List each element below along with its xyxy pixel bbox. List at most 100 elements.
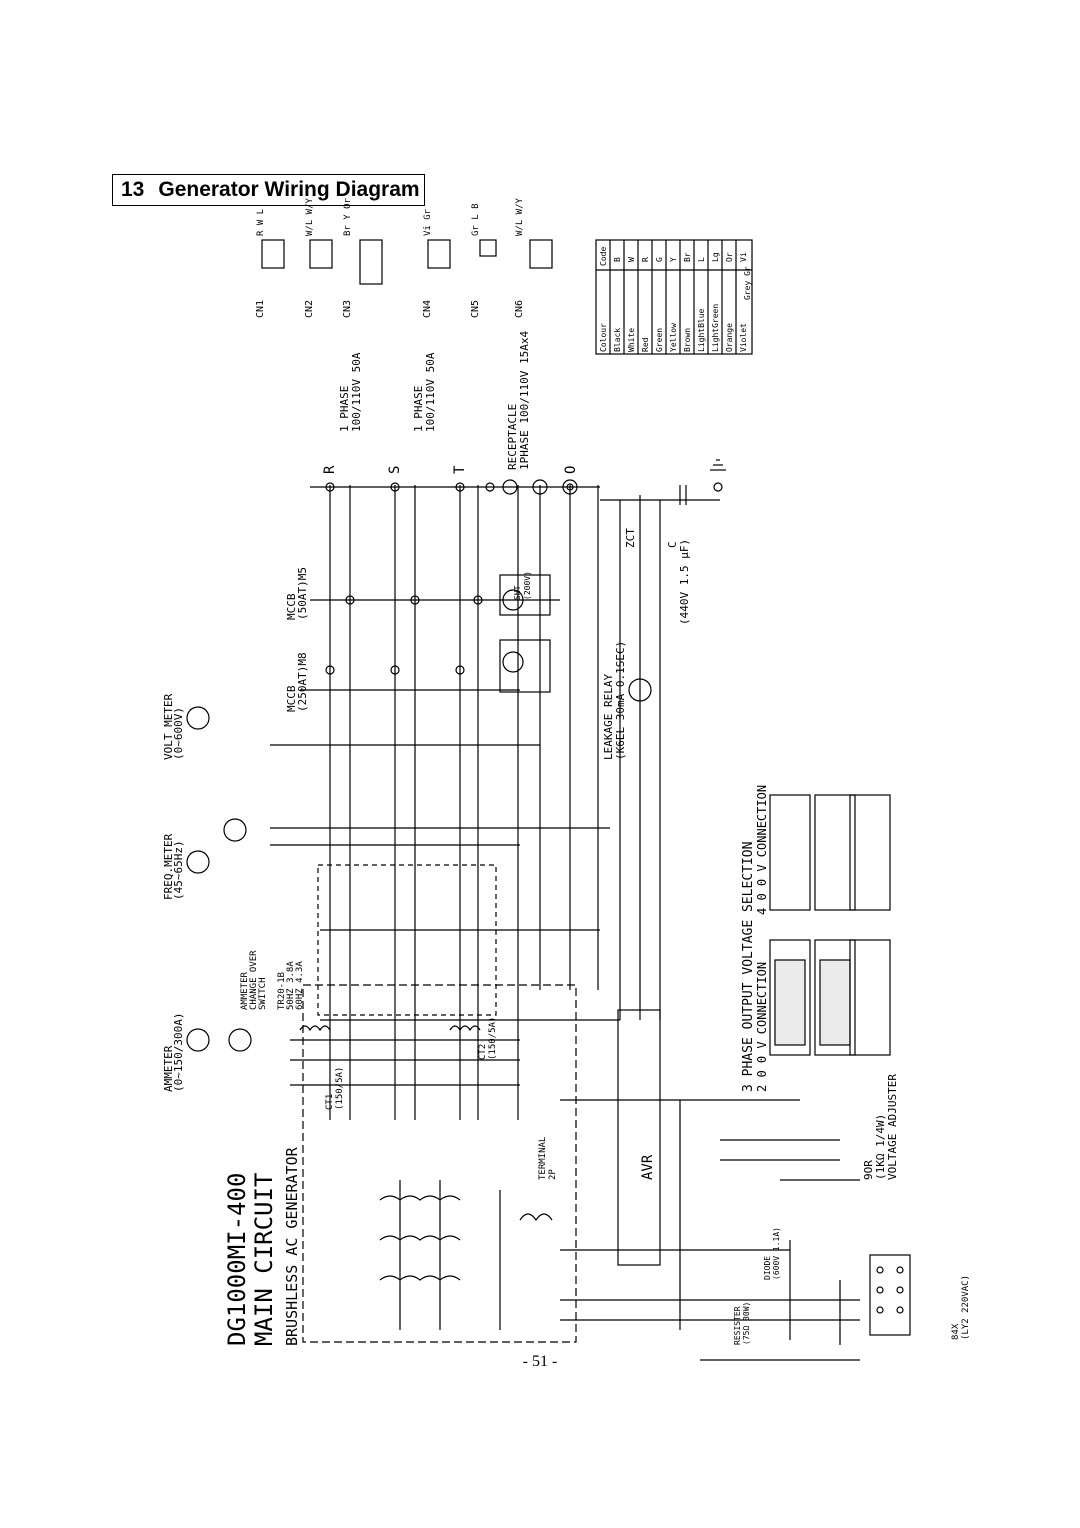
leakage-relay-label: LEAKAGE RELAY (602, 674, 615, 760)
drawing-title-line1: DG1000MI-400 (223, 1173, 251, 1346)
diode-l2: (600V 1.1A) (772, 1227, 781, 1280)
diode-l1: DIODE (763, 1256, 772, 1280)
capacitor-label: C (666, 541, 679, 548)
zct-label: ZCT (624, 528, 637, 548)
terminal-l2: 2P (548, 1169, 558, 1180)
colour-row-code: Y (669, 257, 678, 262)
colour-row-name: Grey Gr (743, 266, 752, 300)
terminal-o: O (563, 466, 579, 474)
ct2-label: CT2 (478, 1044, 488, 1060)
tr-l2: 50HZ 3.8A (286, 961, 296, 1010)
cn4-wires: Vi Gr (423, 208, 433, 236)
avr-label: AVR (640, 1154, 656, 1180)
colour-row-code: Or (725, 252, 734, 262)
cn1-id: CN1 (255, 300, 266, 318)
colour-row-name: Black (613, 328, 622, 352)
colour-row-name: LightGreen (711, 304, 720, 352)
colour-row-code: B (613, 257, 622, 262)
terminal-s: S (387, 466, 403, 474)
relay-84x-coil (223, 818, 247, 842)
drawing-title-line2: MAIN CIRCUIT (250, 1173, 278, 1346)
ct2-spec: (150/5A) (488, 1017, 498, 1060)
receptacle-l2: 1PHASE 100/110V 15Ax4 (518, 331, 531, 470)
colour-row-name: Brown (683, 328, 692, 352)
ammeter-range: (0~150/300A) (172, 1013, 185, 1092)
ammeter-switch-symbol (228, 1028, 252, 1052)
cn6-id: CN6 (514, 300, 525, 318)
leakage-relay-spec: (K6EL 30mA 0.1SEC) (614, 641, 627, 760)
vr-l3: VOLTAGE ADJUSTER (886, 1074, 899, 1180)
phase2-l2: 100/110V 50A (424, 352, 437, 432)
colour-table-header-colour: Colour (599, 323, 608, 352)
phase2-l1: 1 PHASE (412, 386, 425, 432)
generator-label: BRUSHLESS AC GENERATOR (283, 1146, 301, 1346)
cn4-id: CN4 (422, 300, 433, 318)
colour-row-name: Violet (739, 323, 748, 352)
colour-row-code: R (641, 257, 650, 262)
colour-row-code: G (655, 257, 664, 262)
relay-84x-label: 84X (951, 1323, 961, 1340)
terminal-r: R (322, 465, 338, 474)
cn6-wires: W/L W/Y (515, 197, 525, 236)
ammeter-switch-l3: SWITCH (258, 977, 268, 1010)
section-title: Generator Wiring Diagram (158, 178, 420, 201)
resistor-l2: (75Ω 30W) (742, 1302, 751, 1345)
colour-row-name: Orange (725, 323, 734, 352)
page-number: - 51 - (522, 1353, 558, 1370)
freq-meter-range: (45~65Hz) (172, 840, 185, 900)
section-number: 13 (121, 178, 145, 201)
mccb-sub-label: MCCB (285, 593, 298, 620)
cn5-id: CN5 (470, 300, 481, 318)
capacitor-spec: (440V 1.5 μF) (678, 539, 691, 625)
volt-meter-symbol (186, 706, 210, 730)
ammeter-symbol (186, 1028, 210, 1052)
ammeter-switch-l2: CHANGE OVER (249, 950, 259, 1010)
relay-84x-spec: (LY2 220VAC) (961, 1275, 971, 1340)
voltage-selection-title: 3 PHASE OUTPUT VOLTAGE SELECTION (741, 842, 756, 1092)
freq-meter-label: FREQ.METER (162, 833, 175, 900)
connection-400v: 4 0 0 V CONNECTION (755, 785, 769, 915)
phase1-l1: 1 PHASE (338, 386, 351, 432)
shunt-label: SHT (513, 585, 522, 600)
colour-row-code: W (627, 257, 636, 262)
ammeter-label: AMMETER (162, 1045, 175, 1092)
colour-row-name: White (627, 328, 636, 352)
ammeter-switch-l1: AMMETER (240, 971, 250, 1010)
colour-row-code: Vi (739, 252, 748, 262)
section-heading: 13 Generator Wiring Diagram (112, 174, 425, 206)
mccb-main-label: MCCB (285, 685, 298, 712)
colour-row-name: LightBlue (697, 308, 706, 352)
phase1-l2: 100/110V 50A (350, 352, 363, 432)
cn1-wires: R W L (256, 209, 266, 236)
generator-frame (302, 984, 577, 1343)
colour-row-name: Red (641, 337, 650, 352)
ct1-label: CT1 (325, 1094, 335, 1110)
colour-row-name: Yellow (669, 323, 678, 352)
terminal-l1: TERMINAL (538, 1137, 548, 1180)
ct1-spec: (150/5A) (335, 1067, 345, 1110)
tr-l3: 60HZ 4.3A (295, 961, 305, 1010)
colour-row-code: Br (683, 252, 692, 262)
cn2-id: CN2 (304, 300, 315, 318)
colour-row-name: Green (655, 328, 664, 352)
mccb-sub-rating: (50AT)M5 (296, 567, 309, 620)
freq-meter-symbol (186, 850, 210, 874)
volt-meter-range: (0~600V) (172, 707, 185, 760)
vr-l1: 9OR (862, 1160, 875, 1180)
cn3-wires: Br Y Or (343, 197, 353, 236)
avr-box (617, 1009, 661, 1266)
colour-row-code: L (697, 257, 706, 262)
vr-l2: (1KΩ 1/4W) (874, 1114, 887, 1180)
resistor-l1: RESISTER (733, 1306, 742, 1345)
terminal-t: T (452, 465, 468, 474)
colour-table-header-code: Code (599, 247, 608, 266)
connection-200v: 2 0 0 V CONNECTION (755, 962, 769, 1092)
cn5-wires: Gr L B (471, 203, 481, 236)
cn2-wires: W/L W/Y (305, 197, 315, 236)
colour-table-frame (595, 239, 753, 355)
relay-84x-base (869, 1254, 911, 1336)
tr-l1: TR20-1B (277, 972, 287, 1010)
cn3-id: CN3 (342, 300, 353, 318)
volt-meter-label: VOLT METER (162, 693, 175, 760)
